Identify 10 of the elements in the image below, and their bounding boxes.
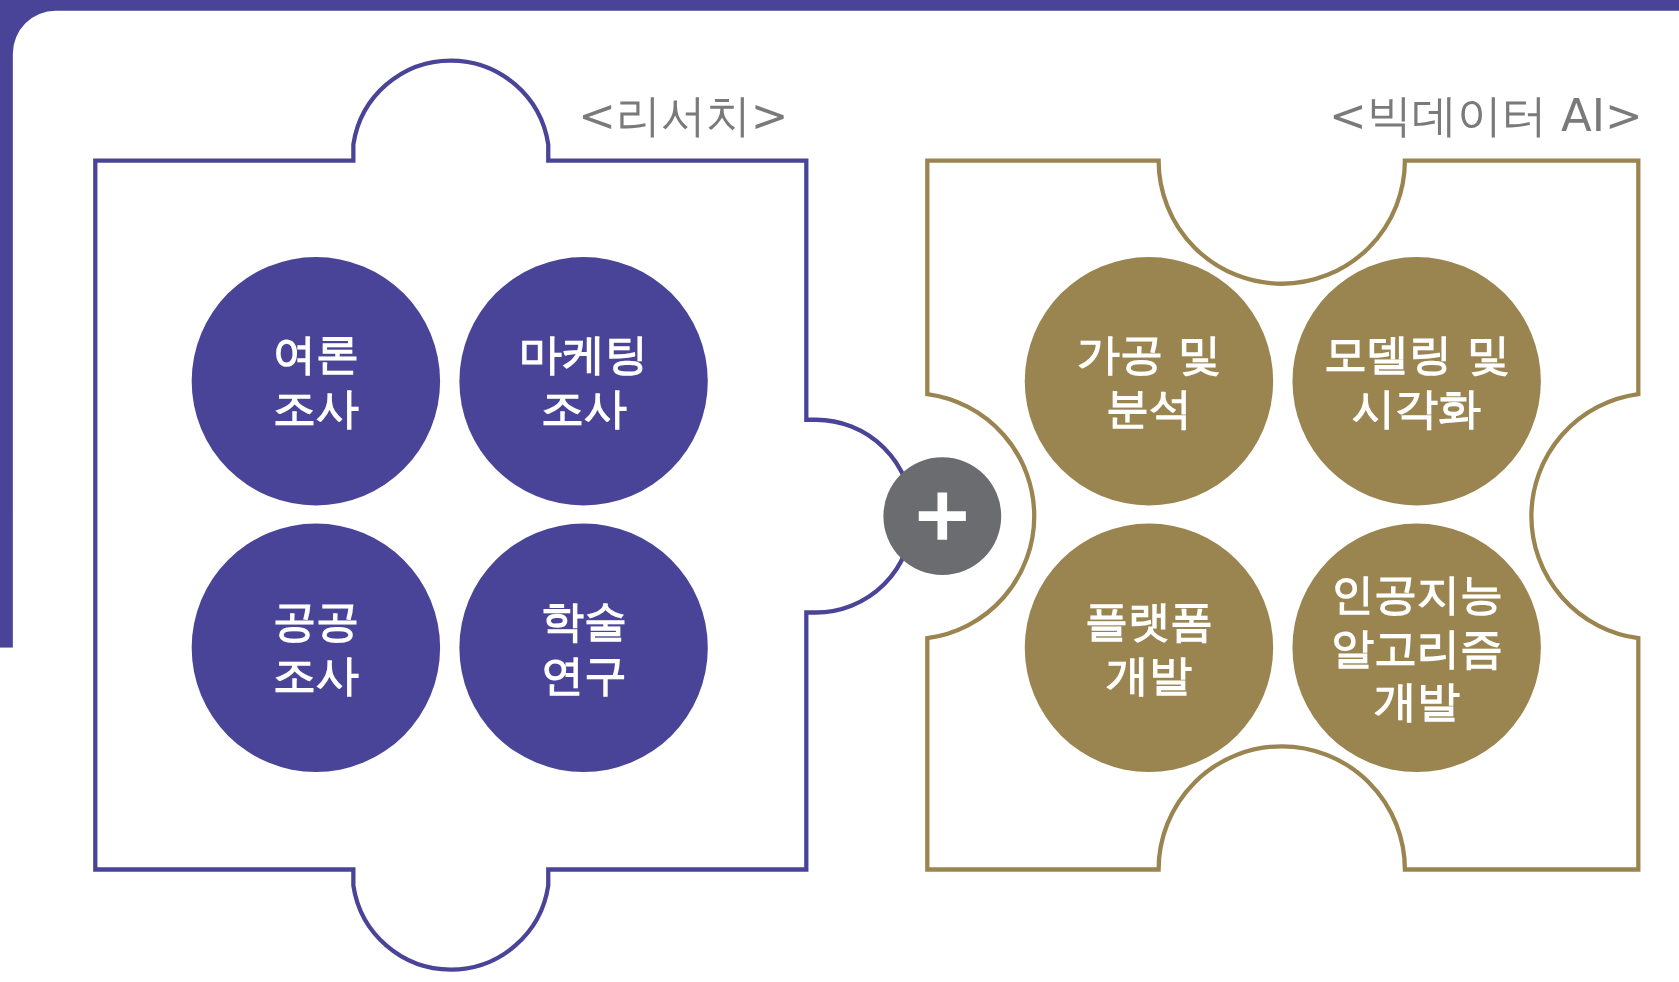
section-heading: <빅데이터 AI> bbox=[1329, 87, 1643, 144]
topic-circle: 공공 조사 bbox=[191, 523, 441, 773]
topic-circle: 학술 연구 bbox=[459, 523, 708, 773]
topic-circle: 여론 조사 bbox=[191, 257, 441, 506]
topic-circle: 인공지능 알고리즘 개발 bbox=[1292, 523, 1541, 773]
topic-circle: 가공 및 분석 bbox=[1024, 257, 1274, 506]
topic-circle: 모델링 및 시각화 bbox=[1292, 257, 1541, 506]
topic-circle: 플랫폼 개발 bbox=[1024, 523, 1274, 773]
topic-circle: 마케팅 조사 bbox=[459, 257, 708, 506]
section-heading: <리서치> bbox=[578, 87, 789, 144]
